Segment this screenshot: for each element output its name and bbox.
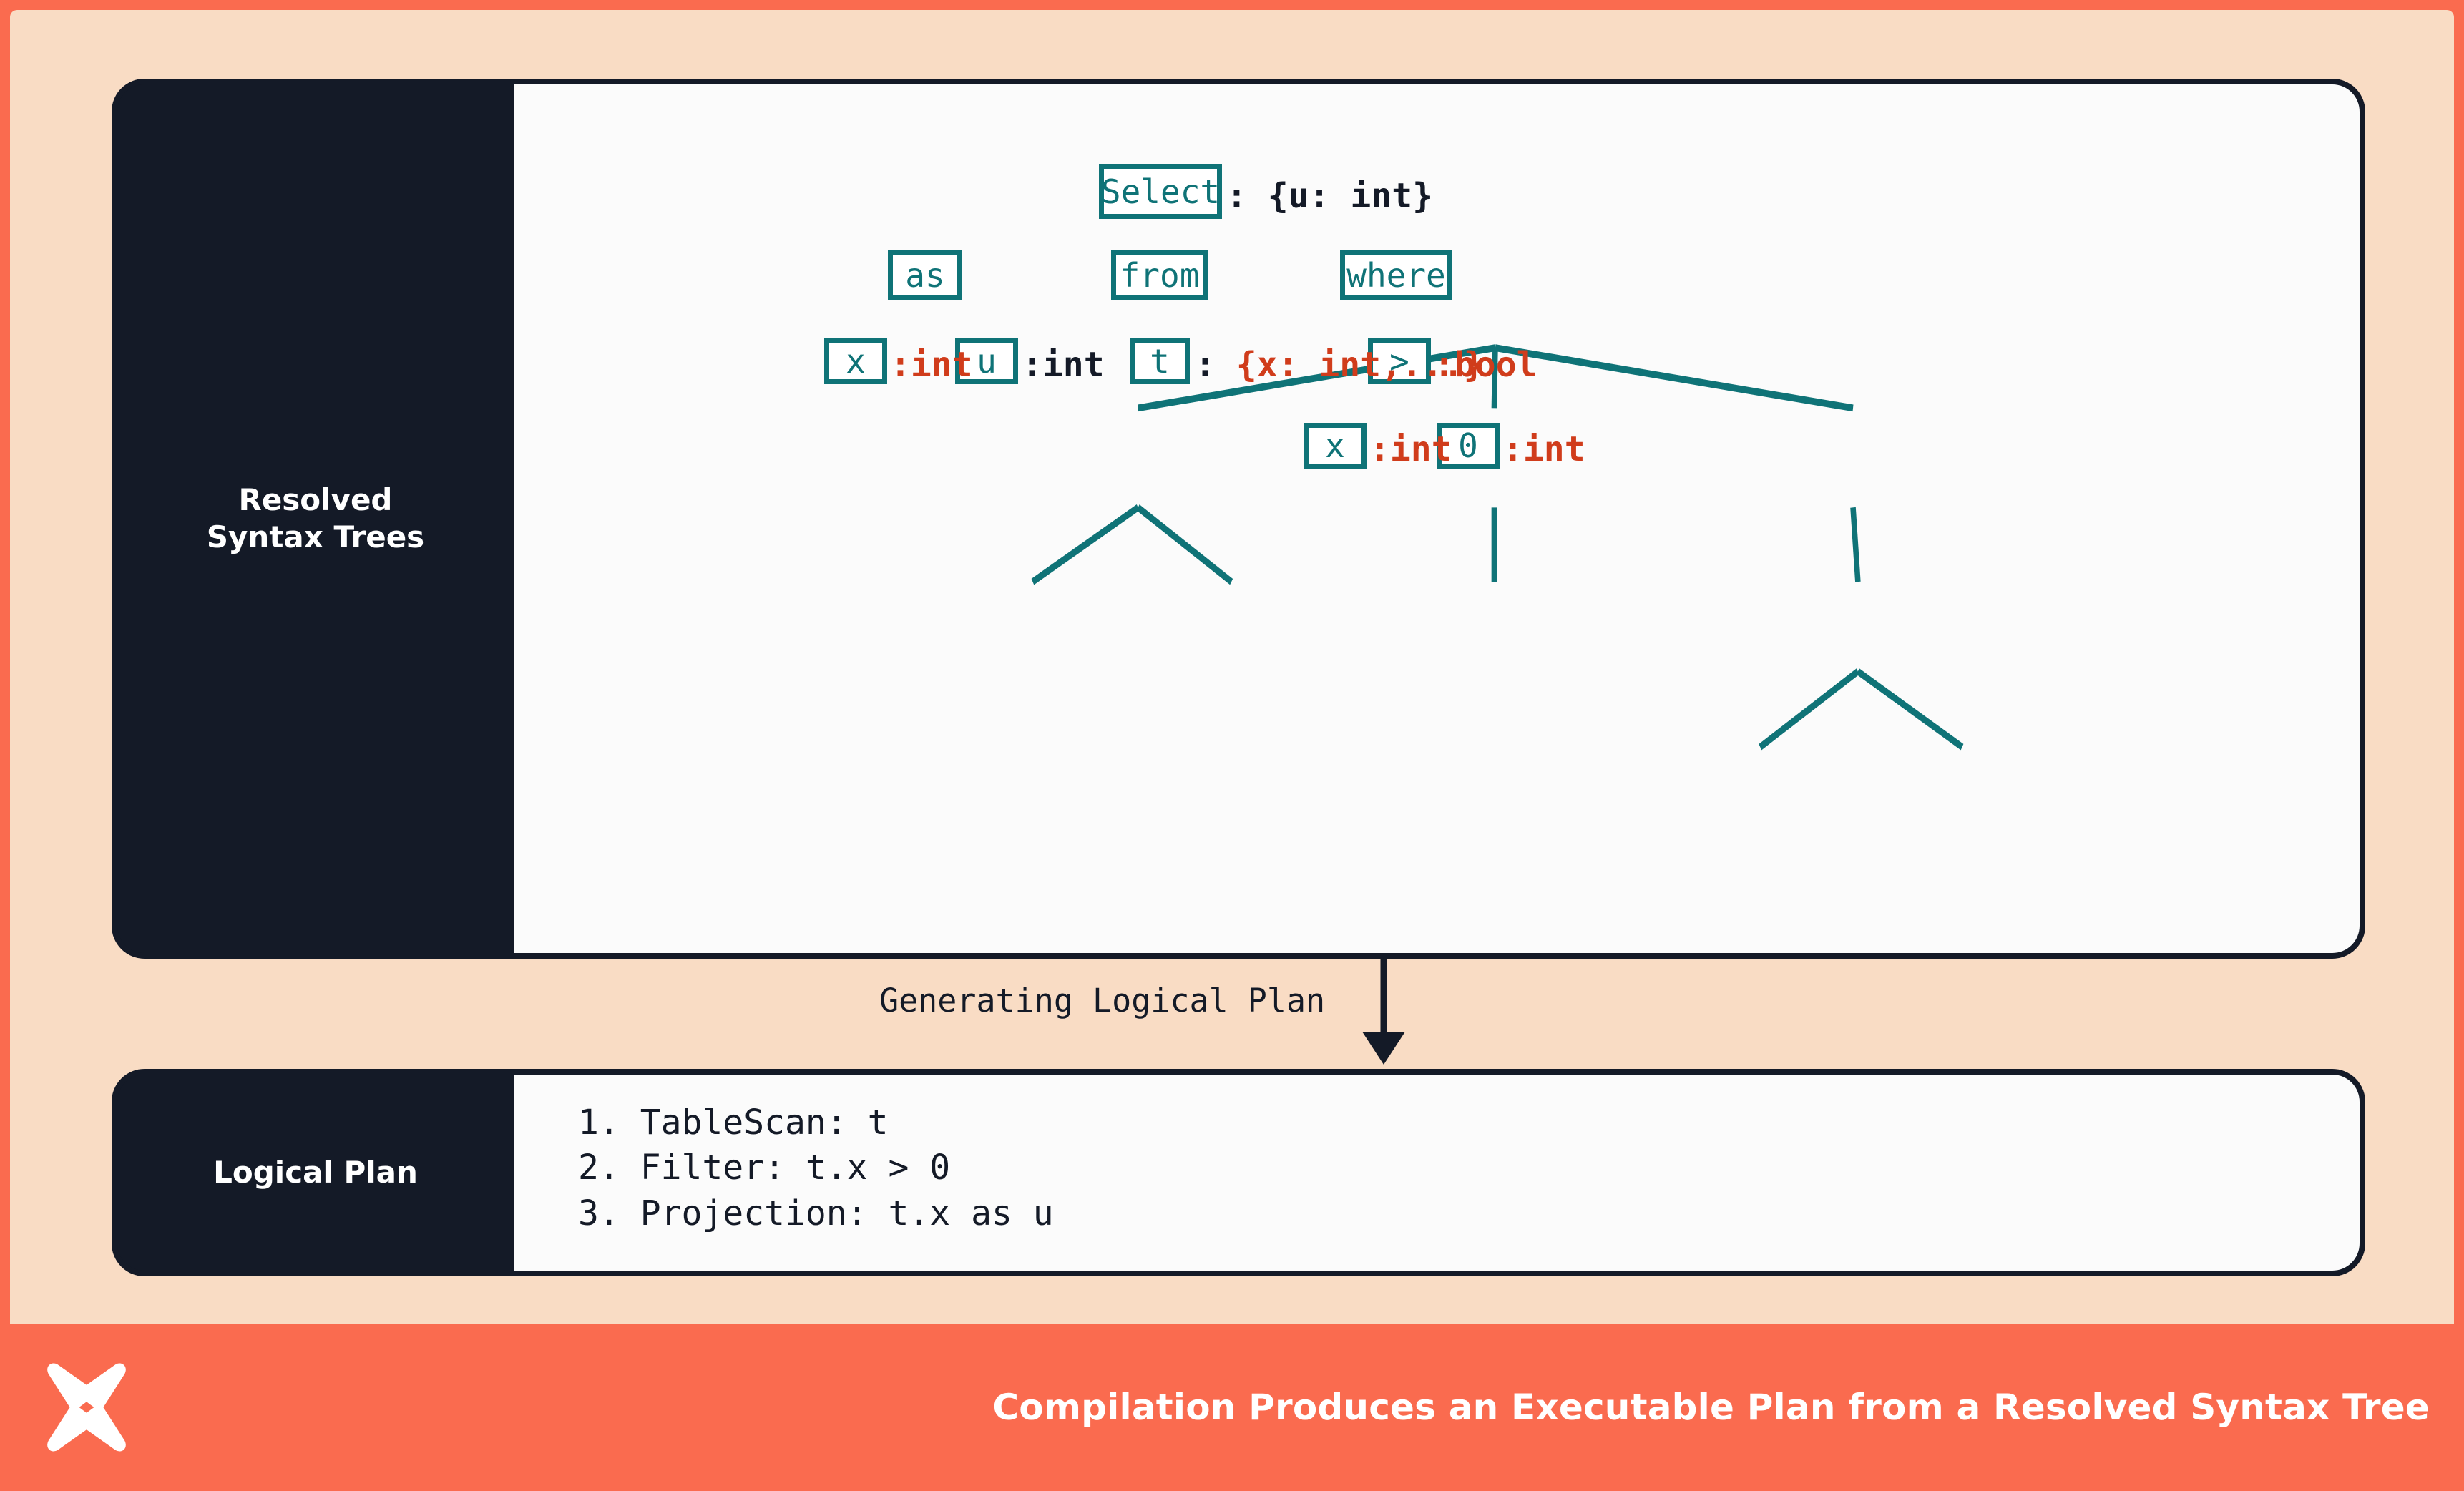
tree-node-x2[interactable]: x bbox=[1304, 423, 1367, 469]
tree-node-t[interactable]: t bbox=[1130, 338, 1190, 384]
panel-label-logical-plan: Logical Plan bbox=[117, 1075, 514, 1271]
type-annotation-body: {x: int,...} bbox=[1236, 345, 1485, 385]
tree-edge-as-u bbox=[1136, 504, 1233, 585]
tree-node-u[interactable]: u bbox=[955, 338, 1018, 384]
type-annotation-colon: : bbox=[1195, 345, 1236, 385]
panel-body-syntax-tree: Select as from where x u t > x 0 : {u: int} :int :in… bbox=[514, 84, 2360, 953]
footer-caption: Compilation Produces an Executable Plan … bbox=[992, 1387, 2430, 1428]
tree-edge-gt-x2 bbox=[1759, 668, 1859, 751]
tree-node-label: as bbox=[905, 255, 945, 295]
panel-body-logical-plan: 1. TableScan: t 2. Filter: t.x > 0 3. Proj… bbox=[514, 1075, 2360, 1271]
logical-plan-steps: 1. TableScan: t 2. Filter: t.x > 0 3. Proj… bbox=[578, 1100, 1054, 1236]
tree-node-gt[interactable]: > bbox=[1368, 338, 1431, 384]
type-annotation-select: : {u: int} bbox=[1226, 176, 1433, 216]
tree-edge-select-from bbox=[1491, 348, 1498, 409]
tree-node-label: t bbox=[1150, 342, 1170, 381]
tree-node-label: from bbox=[1120, 255, 1200, 295]
connector-arrow bbox=[1362, 959, 1405, 1065]
tree-node-as[interactable]: as bbox=[888, 250, 962, 300]
tree-node-label: u bbox=[977, 342, 997, 381]
type-annotation-t: : {x: int,...} bbox=[1195, 348, 1485, 382]
type-annotation-u: :int bbox=[1022, 345, 1105, 385]
syntax-tree-canvas: Select as from where x u t > x 0 : {u: int} :int :in… bbox=[514, 84, 2360, 953]
type-annotation-x1: :int bbox=[890, 345, 973, 385]
logical-plan-step-1: 1. TableScan: t bbox=[578, 1103, 889, 1143]
connector-label: Generating Logical Plan bbox=[879, 982, 1326, 1020]
tree-node-label: x bbox=[846, 342, 866, 381]
content-board: Resolved Syntax Trees Select as from where x… bbox=[10, 10, 2454, 1324]
tree-edge-select-as bbox=[1138, 344, 1496, 412]
panel-label-line-2: Syntax Trees bbox=[206, 519, 425, 554]
tree-node-from[interactable]: from bbox=[1111, 250, 1208, 300]
tree-edge-as-x1 bbox=[1031, 504, 1140, 585]
tree-node-zero[interactable]: 0 bbox=[1437, 423, 1500, 469]
footer-bar: Compilation Produces an Executable Plan … bbox=[0, 1324, 2464, 1491]
type-annotation-x2: :int bbox=[1369, 429, 1452, 469]
tree-node-label: x bbox=[1325, 426, 1345, 465]
tree-node-label: where bbox=[1346, 255, 1446, 295]
tree-node-label: > bbox=[1389, 342, 1409, 381]
tree-edges-layer bbox=[1031, 344, 1964, 751]
tree-node-label: 0 bbox=[1458, 426, 1478, 465]
type-annotation-zero: :int bbox=[1502, 429, 1585, 469]
panel-logical-plan: Logical Plan 1. TableScan: t 2. Filter: t… bbox=[112, 1069, 2365, 1276]
panel-label-line-1: Resolved bbox=[238, 481, 393, 517]
tree-node-label: Select bbox=[1100, 172, 1221, 211]
tree-node-where[interactable]: where bbox=[1340, 250, 1452, 300]
tree-edge-where-gt bbox=[1850, 507, 1861, 582]
tree-edge-select-where bbox=[1495, 344, 1854, 412]
panel-resolved-syntax-trees: Resolved Syntax Trees Select as from where x… bbox=[112, 79, 2365, 959]
tree-edge-gt-zero bbox=[1856, 668, 1964, 751]
logical-plan-step-3: 3. Projection: t.x as u bbox=[578, 1193, 1054, 1233]
panel-label-resolved-syntax-trees: Resolved Syntax Trees bbox=[117, 84, 514, 953]
tree-node-select[interactable]: Select bbox=[1099, 164, 1222, 219]
tree-node-x1[interactable]: x bbox=[824, 338, 887, 384]
butterfly-x-logo-icon bbox=[47, 1363, 126, 1452]
type-annotation-gt: :bool bbox=[1434, 345, 1537, 385]
logical-plan-step-2: 2. Filter: t.x > 0 bbox=[578, 1148, 951, 1188]
